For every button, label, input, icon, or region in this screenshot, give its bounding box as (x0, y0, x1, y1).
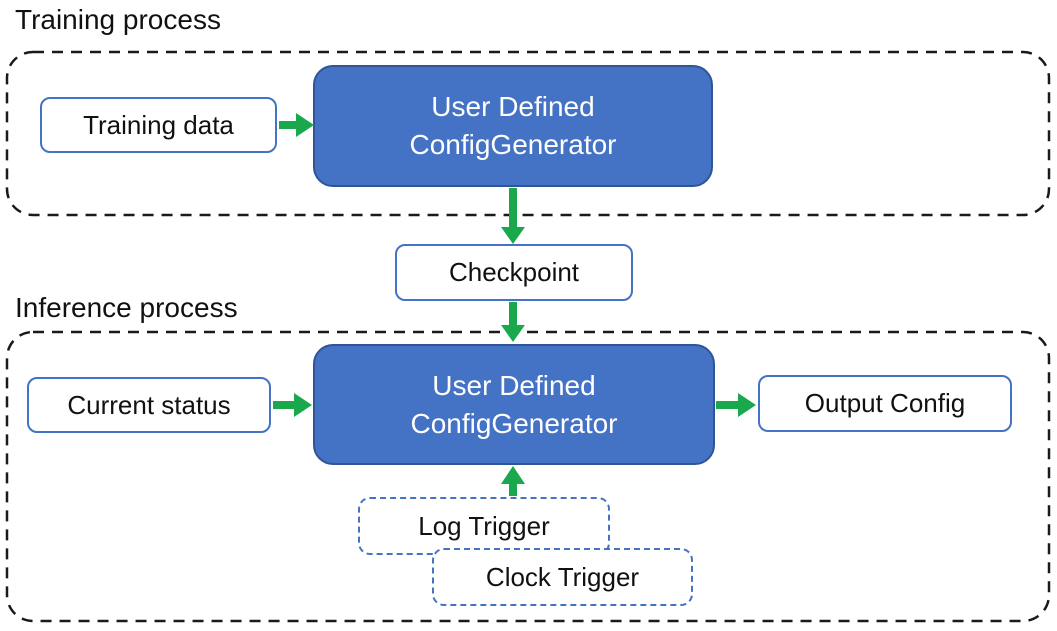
output-config-box: Output Config (758, 375, 1012, 432)
training-data-box: Training data (40, 97, 277, 153)
config-generator-inference-label-line2: ConfigGenerator (410, 407, 618, 439)
checkpoint-label: Checkpoint (448, 257, 580, 287)
config-generator-training-label-line2: ConfigGenerator (409, 129, 617, 160)
current-status-label: Current status (67, 389, 231, 420)
config-generator-training-box: User Defined ConfigGenerator (313, 65, 713, 187)
arrow-triggers-to-generator-icon (501, 466, 525, 496)
arrow-checkpoint-to-generator-icon (501, 302, 525, 342)
inference-process-label: Inference process (15, 292, 238, 323)
current-status-box: Current status (27, 377, 271, 433)
log-trigger-label: Log Trigger (418, 510, 550, 541)
config-generator-inference-box: User Defined ConfigGenerator (313, 344, 715, 465)
log-trigger-box: Log Trigger (358, 497, 610, 555)
clock-trigger-label: Clock Trigger (485, 561, 640, 592)
checkpoint-box: Checkpoint (395, 244, 633, 301)
config-generator-training-label-line1: User Defined (431, 91, 595, 122)
arrow-generator-to-output-config-icon (716, 393, 756, 417)
output-config-label: Output Config (804, 388, 966, 418)
training-process-label: Training process (15, 4, 221, 35)
config-generator-inference-label-line1: User Defined (432, 369, 596, 401)
training-data-label: Training data (83, 109, 234, 140)
clock-trigger-box: Clock Trigger (432, 548, 693, 606)
arrow-generator-to-checkpoint-icon (501, 188, 525, 244)
arrow-training-data-to-generator-icon (279, 113, 314, 137)
arrow-current-status-to-generator-icon (273, 393, 312, 417)
